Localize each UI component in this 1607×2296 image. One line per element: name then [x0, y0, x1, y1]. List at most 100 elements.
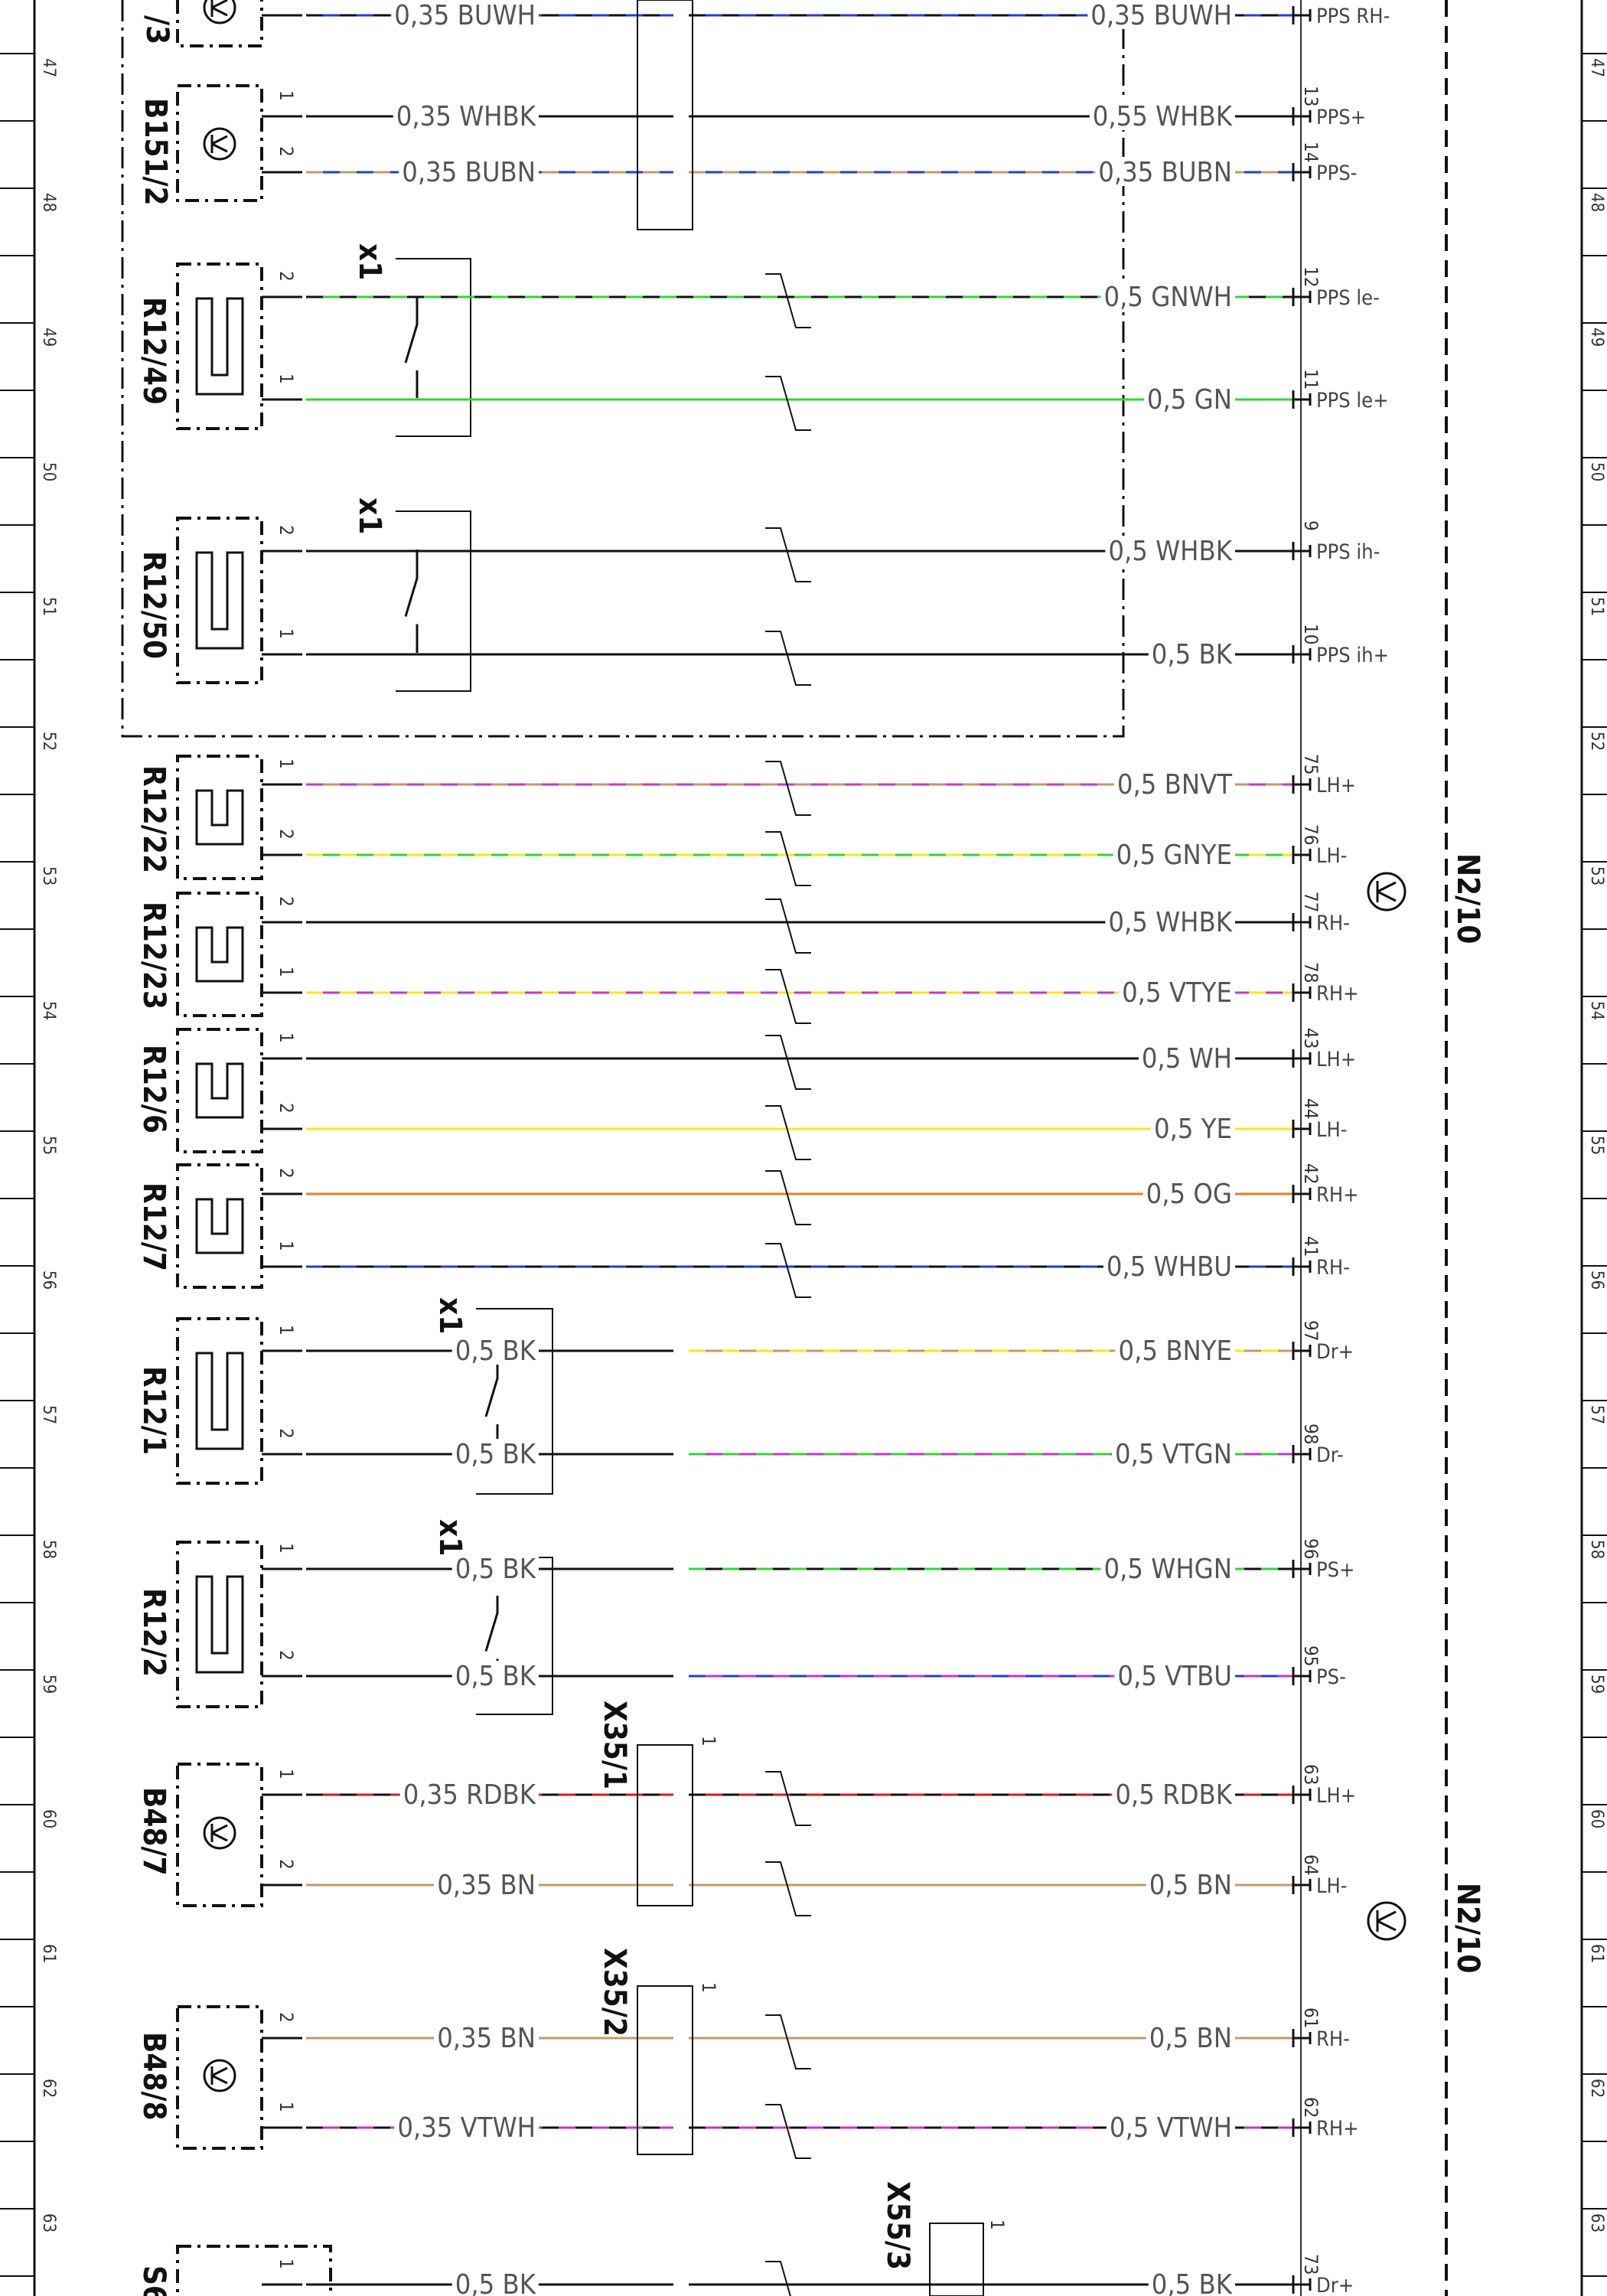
- wire-label-right: 0,5 OG: [1146, 1179, 1232, 1210]
- twist-marker: [765, 1861, 811, 1916]
- wire-label-bg: [393, 101, 539, 130]
- pin-number: 98: [1300, 1424, 1322, 1444]
- section-number-right: 53: [1587, 866, 1606, 885]
- terminal: [1292, 2118, 1312, 2137]
- terminal: [1292, 1185, 1312, 1203]
- component-label-r12-23: R12/23: [136, 902, 171, 1009]
- switch-block: [396, 510, 471, 692]
- wire-label-left: 0,35 VTWH: [397, 2112, 536, 2144]
- wire-label-right: 0,5 WHBU: [1107, 1251, 1232, 1283]
- module-boundary: [121, 0, 1125, 738]
- signal-name: LH+: [1316, 774, 1356, 797]
- wire-label-right: 0,5 VTGN: [1115, 1439, 1232, 1470]
- twist-marker: [765, 1170, 811, 1225]
- section-number-right: 58: [1587, 1540, 1606, 1559]
- device-pin-number: 1: [275, 1325, 297, 1336]
- pin-number: 62: [1300, 2097, 1322, 2118]
- device-pin-number: 2: [275, 2012, 297, 2023]
- twist-marker: [765, 1243, 811, 1298]
- device-pin-number: 1: [275, 2102, 297, 2112]
- terminal: [1292, 775, 1312, 794]
- pin-number: 12: [1300, 266, 1322, 287]
- section-number-left: 56: [39, 1270, 58, 1290]
- twist-marker: [765, 376, 811, 431]
- twist-marker: [765, 2014, 811, 2069]
- wire-label-bg: [451, 1439, 539, 1468]
- terminal: [1292, 107, 1312, 126]
- connector-x35-1: [637, 1744, 693, 1906]
- wire-label-bg: [1138, 1043, 1235, 1072]
- terminal: [1292, 913, 1312, 931]
- pin-number: 11: [1300, 369, 1322, 390]
- component-label-b48-7: B48/7: [136, 1787, 171, 1876]
- section-number-right: 60: [1587, 1809, 1606, 1828]
- sensor-icon: [203, 0, 236, 24]
- wire-label-bg: [1146, 1870, 1235, 1899]
- component-label-n2-10-b: N2/10: [1450, 1883, 1485, 1973]
- section-number-left: 63: [39, 2213, 58, 2232]
- component-label-r12-6: R12/6: [136, 1045, 171, 1133]
- wire-label-bg: [434, 2023, 539, 2052]
- pin-number: 44: [1300, 1098, 1322, 1119]
- heating-element-icon: [195, 1198, 244, 1254]
- pin-number: 78: [1300, 962, 1322, 983]
- terminal: [1292, 645, 1312, 664]
- device-pin-number: 2: [275, 1859, 297, 1870]
- device-pin-number: 1: [275, 2258, 297, 2269]
- heating-element-icon: [195, 1062, 244, 1119]
- section-number-left: 49: [39, 328, 58, 347]
- pin-number: 14: [1300, 142, 1322, 162]
- signal-name: PPS le+: [1316, 389, 1389, 413]
- heating-element-icon: [195, 1352, 244, 1450]
- component-label-r12-1: R12/1: [136, 1366, 171, 1455]
- device-pin-number: 1: [275, 1543, 297, 1554]
- terminal: [1292, 1445, 1312, 1463]
- terminal: [1292, 1560, 1312, 1578]
- box-b151-2: [176, 84, 263, 202]
- twist-marker: [765, 273, 811, 328]
- component-label-x35-2: X35/2: [597, 1948, 632, 2037]
- wire-label-left: 0,5 BK: [455, 2269, 536, 2296]
- section-number-left: 55: [39, 1136, 58, 1155]
- wire-label-bg: [399, 1779, 539, 1808]
- pin-number: 9: [1300, 520, 1322, 531]
- section-number-left: 52: [39, 732, 58, 751]
- terminal: [1292, 846, 1312, 864]
- box-r12-7: [176, 1163, 263, 1289]
- connectors: [262, 0, 1312, 2296]
- twist-marker: [765, 761, 811, 816]
- component-label-b48-8: B48/8: [136, 2032, 171, 2121]
- device-pin-number: 1: [275, 628, 297, 639]
- signal-name: PPS RH-: [1316, 5, 1390, 28]
- signal-name: LH-: [1316, 1118, 1348, 1142]
- terminal: [1292, 1667, 1312, 1685]
- wire-label-right: 0,5 BN: [1149, 2023, 1232, 2054]
- wire-label-right: 0,5 VTWH: [1110, 2112, 1232, 2144]
- box-r12-23: [176, 892, 263, 1017]
- pin-number: 43: [1300, 1028, 1322, 1049]
- signal-name: PPS le-: [1316, 286, 1380, 310]
- sensor-icon: [203, 127, 236, 161]
- device-pin-number: 1: [275, 1769, 297, 1779]
- wire-label-right: 0,5 WHGN: [1104, 1554, 1232, 1585]
- section-number-right: 48: [1587, 193, 1606, 212]
- device-pin-number: 1: [275, 373, 297, 384]
- box-r12-1: [176, 1317, 263, 1485]
- wire-label-right: 0,5 WHBK: [1108, 907, 1232, 938]
- pin-number: 64: [1300, 1854, 1322, 1875]
- wire-label-right: 0,35 BUWH: [1090, 0, 1232, 31]
- wire-label-bg: [434, 1870, 539, 1899]
- terminal: [1292, 1120, 1312, 1138]
- wire-label-right: 0,5 BNVT: [1117, 769, 1232, 801]
- component-label-r12-22: R12/22: [136, 765, 171, 873]
- device-pin-number: 2: [275, 525, 297, 536]
- wire-label-bg: [1111, 1439, 1235, 1468]
- section-number-right: 59: [1587, 1675, 1606, 1694]
- wire-label-left: 0,35 BN: [437, 2023, 536, 2054]
- component-label-s-bottom: S6: [136, 2265, 171, 2296]
- heating-element-icon: [195, 1575, 244, 1674]
- section-number-left: 51: [39, 597, 58, 616]
- switch-block: [476, 1308, 553, 1495]
- wire-label-bg: [1100, 1554, 1235, 1583]
- wire-label-bg: [1106, 2112, 1235, 2141]
